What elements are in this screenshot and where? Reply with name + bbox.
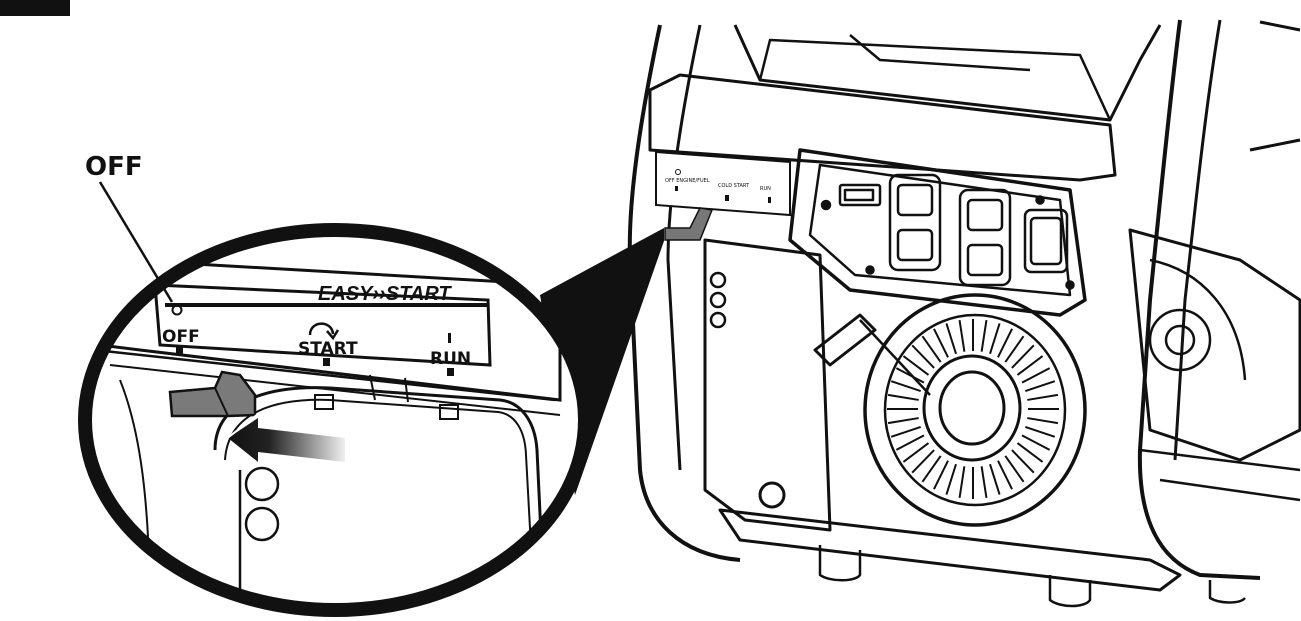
direction-arrow: [228, 418, 345, 462]
fan-fin: [921, 335, 942, 363]
corner-tab: [0, 0, 70, 16]
fan-fin: [887, 417, 919, 425]
fan-fin: [887, 393, 919, 401]
fan-fin: [911, 344, 935, 369]
fan-fin: [921, 455, 942, 483]
fan-fin: [1011, 449, 1035, 474]
fan-fin: [980, 466, 988, 499]
choke-lever-small: [664, 207, 714, 241]
choke-lever: [168, 370, 257, 418]
svg-text:OFF ENGINE/FUEL: OFF ENGINE/FUEL: [665, 178, 710, 184]
recoil-fan-cover: [863, 293, 1087, 527]
outlet-2: [958, 188, 1012, 287]
magnifier-ring: [78, 223, 592, 617]
callout-off-label: OFF: [85, 152, 143, 182]
fan-fin: [902, 355, 930, 376]
fan-fin: [997, 328, 1013, 358]
fan-fin: [958, 319, 966, 352]
fan-fin: [1027, 417, 1059, 425]
fan-fin: [1021, 367, 1051, 384]
position-run-label: RUN: [430, 349, 471, 369]
fan-fin: [997, 460, 1013, 490]
fan-fin: [980, 319, 988, 352]
fan-fin: [945, 323, 957, 355]
fan-fin: [1027, 393, 1059, 401]
fan-fin: [1016, 355, 1044, 376]
off-symbol: [171, 304, 183, 316]
fan-fin: [1016, 442, 1044, 463]
fan-fin: [1004, 455, 1025, 483]
start-symbol-icon: [308, 322, 335, 336]
fan-fin: [1024, 425, 1056, 438]
position-off-label: OFF: [162, 327, 200, 347]
outlet-1: [888, 173, 942, 272]
fan-fin: [958, 466, 966, 499]
svg-text:RUN: RUN: [760, 186, 771, 192]
panel-label-small: OFF ENGINE/FUEL COLD START RUN: [655, 150, 791, 217]
fan-fin: [890, 380, 922, 393]
fan-fin: [890, 425, 922, 438]
fan-fin: [945, 463, 957, 495]
fan-fin: [989, 323, 1001, 355]
fan-fin: [1011, 344, 1035, 369]
svg-text:COLD START: COLD START: [718, 183, 750, 189]
fan-fin: [1021, 434, 1051, 451]
fan-fin: [989, 463, 1001, 495]
outlet-3: [1023, 208, 1069, 274]
fan-fin: [1024, 380, 1056, 393]
fan-fin: [933, 460, 949, 490]
callout-leader-line: [98, 181, 174, 303]
fan-fin: [895, 434, 925, 451]
switch-labels: EASY››START OFF START RUN: [162, 283, 471, 376]
fan-fin: [902, 442, 930, 463]
brand-label: EASY››START: [318, 283, 452, 305]
position-start-label: START: [298, 339, 358, 359]
generator-body: [627, 19, 1301, 608]
fan-fin: [911, 449, 935, 474]
fan-fin: [1004, 335, 1025, 363]
fan-fin: [933, 328, 949, 358]
